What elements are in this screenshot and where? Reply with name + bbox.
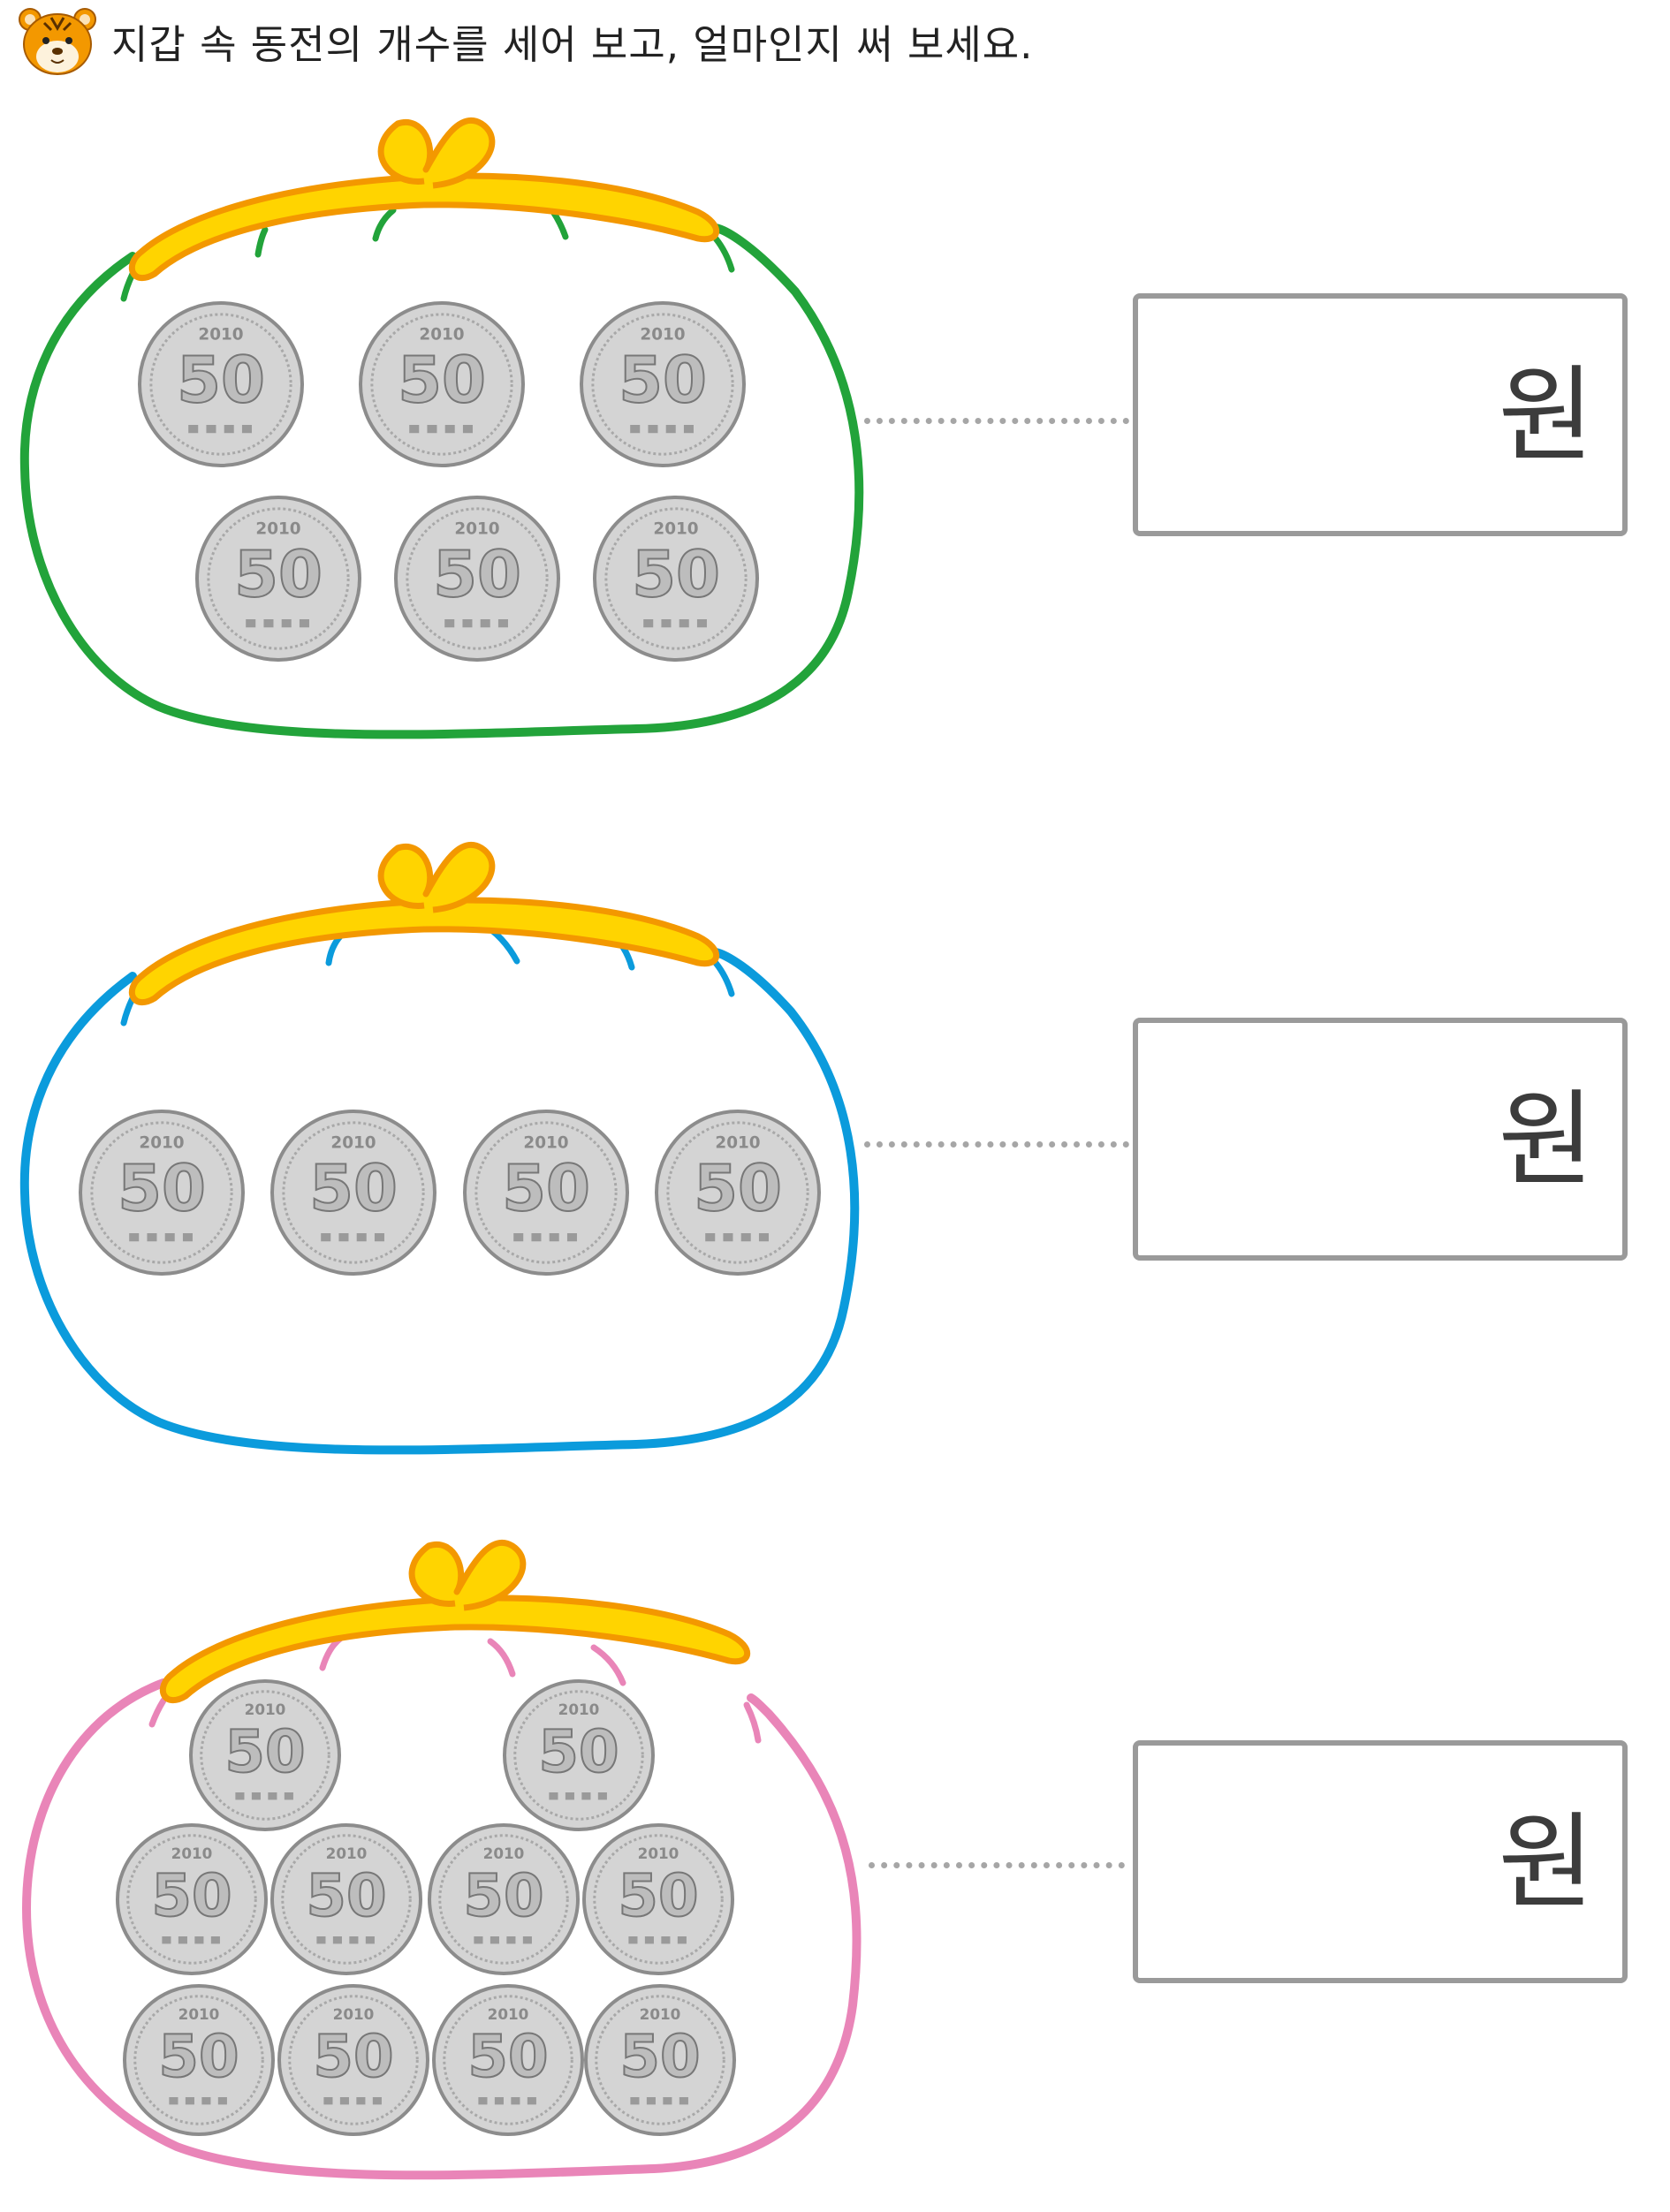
coin-value: 50: [538, 1718, 619, 1785]
dotted-connector: [869, 1862, 1125, 1868]
coin-value: 50: [632, 537, 720, 611]
coin-value: 50: [177, 343, 265, 417]
coin-year: 2010: [640, 2005, 681, 2023]
clasp: [128, 117, 720, 282]
coin-year: 2010: [326, 1845, 368, 1862]
coin-year: 2010: [640, 325, 685, 344]
coin-value: 50: [463, 1862, 543, 1929]
coin-value: 50: [309, 1151, 398, 1225]
coin-year: 2010: [638, 1845, 679, 1862]
coin-year: 2010: [653, 519, 698, 538]
clasp: [128, 841, 720, 1006]
coin-value: 50: [224, 1718, 305, 1785]
coin-value: 50: [158, 2023, 239, 2090]
coin-year: 2010: [488, 2005, 529, 2023]
coin-year: 2010: [454, 519, 499, 538]
purse-outline: [21, 1678, 862, 2180]
purse-3: 2010502010502010502010502010502010502010…: [21, 1539, 862, 2180]
coin-year: 2010: [139, 1133, 184, 1152]
dotted-connector: [864, 418, 1129, 424]
coin-year: 2010: [198, 325, 243, 344]
coin-value: 50: [118, 1151, 206, 1225]
unit-label: 원: [1498, 1078, 1594, 1201]
coin-year: 2010: [171, 1845, 213, 1862]
coin-year: 2010: [245, 1701, 286, 1718]
coin-year: 2010: [715, 1133, 760, 1152]
answer-box-3[interactable]: 원: [1133, 1740, 1628, 1983]
coin-group: 2010502010502010502010502010502010502010…: [116, 1679, 736, 2136]
coin-value: 50: [433, 537, 521, 611]
tiger-icon: [19, 8, 96, 75]
coin-year: 2010: [330, 1133, 376, 1152]
coin-value: 50: [234, 537, 323, 611]
instruction-text: 지갑 속 동전의 개수를 세어 보고, 얼마인지 써 보세요.: [111, 20, 1034, 68]
answer-box-2[interactable]: 원: [1133, 1018, 1628, 1261]
answer-box-1[interactable]: 원: [1133, 293, 1628, 536]
coin-value: 50: [313, 2023, 393, 2090]
coin-year: 2010: [419, 325, 464, 344]
coin-value: 50: [619, 343, 707, 417]
unit-label: 원: [1498, 1800, 1594, 1923]
coin-value: 50: [306, 1862, 386, 1929]
coin-value: 50: [618, 1862, 698, 1929]
purse-outline: [19, 223, 864, 739]
dotted-connector: [864, 1141, 1129, 1148]
coin-year: 2010: [255, 519, 300, 538]
header: 지갑 속 동전의 개수를 세어 보고, 얼마인지 써 보세요.: [16, 4, 1033, 78]
coin-value: 50: [151, 1862, 232, 1929]
coin-year: 2010: [558, 1701, 600, 1718]
coin-year: 2010: [178, 2005, 220, 2023]
coin-value: 50: [619, 2023, 700, 2090]
coin-year: 2010: [333, 2005, 375, 2023]
clasp: [159, 1539, 751, 1704]
unit-label: 원: [1498, 353, 1594, 476]
coin-year: 2010: [523, 1133, 568, 1152]
coin-value: 50: [398, 343, 486, 417]
coin-year: 2010: [483, 1845, 525, 1862]
coin-value: 50: [502, 1151, 590, 1225]
coin-value: 50: [467, 2023, 548, 2090]
coin-value: 50: [694, 1151, 782, 1225]
purse-outline: [19, 948, 860, 1455]
